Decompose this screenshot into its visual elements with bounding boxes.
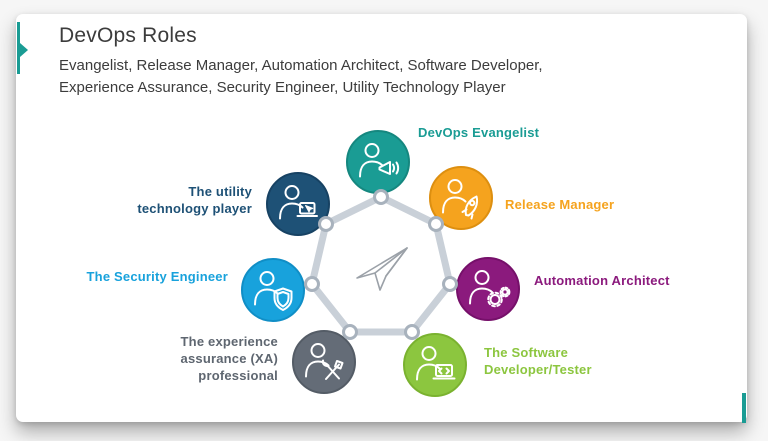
role-circle-release-manager — [429, 166, 493, 230]
page-subtitle: Evangelist, Release Manager, Automation … — [59, 57, 543, 96]
corner-accent-bar — [742, 393, 746, 423]
role-circle-automation-architect — [456, 257, 520, 321]
title-accent-chevron-icon — [20, 43, 28, 57]
role-circle-security-engineer — [241, 258, 305, 322]
page-title: DevOps Roles — [59, 24, 197, 47]
person-gears-icon — [469, 270, 511, 308]
role-circle-utility-technology-player — [266, 172, 330, 236]
role-label-experience-assurance: The experience assurance (XA) profession… — [180, 334, 278, 383]
role-label-devops-evangelist: DevOps Evangelist — [418, 125, 540, 140]
role-label-automation-architect: Automation Architect — [534, 273, 670, 288]
person-megaphone-icon — [359, 143, 400, 178]
role-label-security-engineer: The Security Engineer — [86, 269, 228, 284]
role-circle-devops-evangelist — [346, 130, 410, 194]
role-label-software-developer-tester: The Software Developer/Tester — [484, 345, 592, 377]
person-shield-icon — [254, 271, 293, 311]
role-circle-experience-assurance — [292, 330, 356, 394]
person-laptop-cursor-icon — [279, 185, 318, 220]
role-circle-software-developer-tester — [403, 333, 467, 397]
person-rocket-icon — [442, 179, 479, 220]
role-label-release-manager: Release Manager — [505, 197, 615, 212]
title-accent-bar — [17, 22, 20, 74]
person-tools-icon — [305, 343, 344, 380]
role-label-utility-technology-player: The utility technology player — [137, 184, 252, 216]
person-laptop-code-icon — [416, 346, 456, 381]
